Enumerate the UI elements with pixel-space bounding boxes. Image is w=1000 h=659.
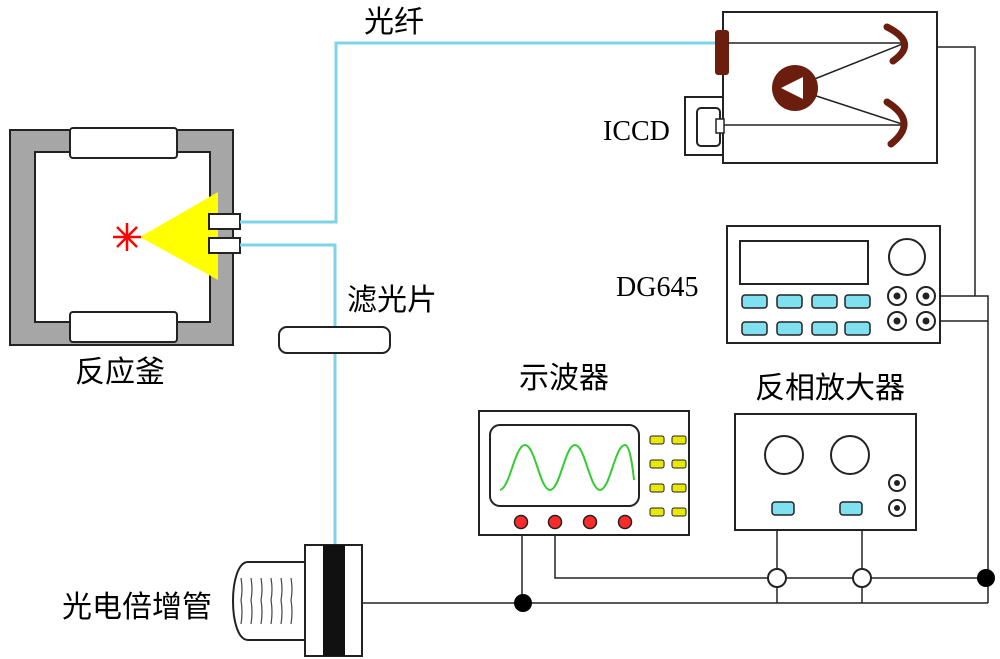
- oscilloscope-label: 示波器: [519, 361, 609, 396]
- signal-cables: [362, 46, 989, 604]
- reactor: [9, 127, 241, 346]
- reactor-bottom-electrode: [69, 311, 178, 343]
- optical-paths: [722, 42, 906, 126]
- dg645-knob: [888, 238, 926, 276]
- waveform: [499, 443, 635, 492]
- dg645-display: [739, 240, 869, 285]
- oscilloscope-buttons: [649, 435, 687, 517]
- dg645-button: [741, 294, 768, 309]
- mirror-lower: [883, 98, 908, 148]
- dg645-button: [811, 294, 838, 309]
- pmt-photocathode: [323, 545, 345, 656]
- pmt-label: 光电倍增管: [62, 590, 212, 625]
- filled-circle-icon: [977, 569, 995, 587]
- dg645-button: [776, 294, 803, 309]
- fiber-label: 光纤: [364, 5, 424, 40]
- oscilloscope-knobs: [513, 514, 633, 530]
- filter-label: 滤光片: [347, 283, 437, 318]
- fiber-port-upper: [208, 213, 241, 230]
- amplifier-button: [771, 501, 795, 516]
- dg645: [726, 225, 941, 344]
- inverting-amplifier: [734, 413, 917, 531]
- reactor-label: 反应釜: [75, 355, 165, 390]
- dg645-button: [741, 321, 768, 336]
- mirror-upper: [883, 23, 908, 65]
- filter: [278, 326, 391, 354]
- open-circle-icon: [767, 568, 787, 588]
- amplifier-button: [839, 501, 863, 516]
- pmt-housing: [232, 561, 306, 641]
- oscilloscope: [478, 410, 690, 536]
- dg645-label: DG645: [616, 272, 698, 303]
- amplifier-knob-right: [830, 435, 870, 475]
- fiber-port-lower: [208, 237, 241, 254]
- dg645-button: [844, 294, 871, 309]
- amplifier-knob-left: [764, 435, 804, 475]
- entrance-slit: [715, 30, 729, 75]
- asterisk-spark-icon: [113, 223, 141, 251]
- open-circle-icon: [852, 568, 872, 588]
- spectrometer: [684, 11, 938, 164]
- spectrometer-body: [722, 11, 938, 164]
- reactor-top-electrode: [69, 127, 178, 159]
- pmt-dynode-coil: [240, 577, 293, 625]
- dg645-buttons: [741, 294, 871, 336]
- amplifier-body: [734, 413, 917, 531]
- dg645-bnc-connectors: [887, 286, 936, 331]
- grating-triangle: [781, 77, 803, 99]
- photomultiplier: [232, 544, 363, 657]
- iccd-label: ICCD: [603, 116, 670, 147]
- iccd-connector: [715, 118, 725, 134]
- dg645-button: [776, 321, 803, 336]
- filled-circle-icon: [514, 594, 532, 612]
- dg645-button: [811, 321, 838, 336]
- dg645-button: [844, 321, 871, 336]
- amplifier-label: 反相放大器: [755, 371, 905, 406]
- light-cone: [140, 192, 218, 280]
- fiber-to-iccd: [240, 41, 722, 224]
- fiber-to-pmt: [240, 243, 337, 545]
- amplifier-bnc-connectors: [888, 474, 906, 517]
